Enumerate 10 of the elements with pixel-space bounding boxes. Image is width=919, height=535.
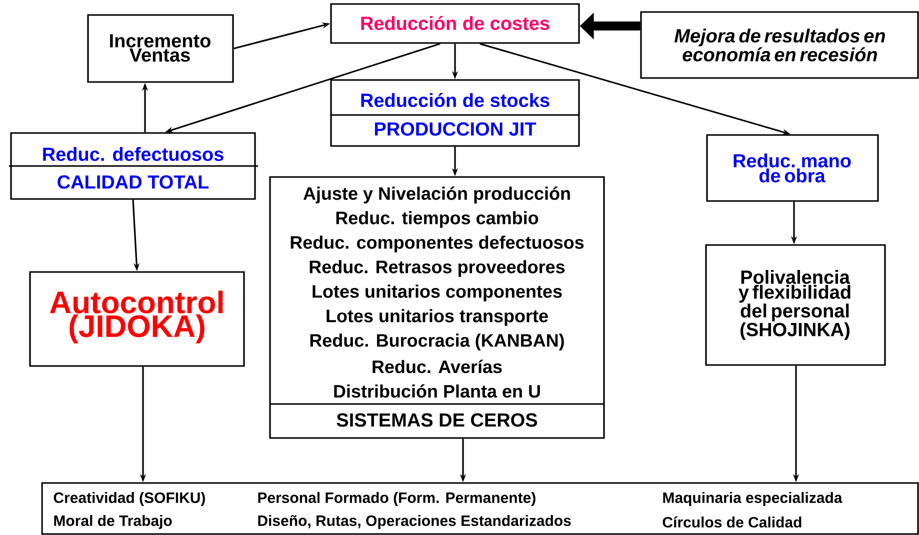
text-panel: Creatividad (SOFIKU) Personal Formado (Form. Permanente) Maquinaria especializada Moral de Trabajo Diseño, Rutas, Operaciones Estandarizados Círculos de Calidad	[41, 482, 919, 535]
list-box: Ajuste y Nivelación producción Reduc. tiempos cambio Reduc. componentes defectuosos Reduc. Retrasos proveedores Lotes unitarios componentes Lotes unitarios transporte Reduc. Burocracia (KANBAN) Reduc. Averías Distribución Planta en U SISTEMAS DE CEROS	[269, 176, 605, 439]
process-box: Incremento Ventas	[87, 14, 234, 83]
process-box: Reduc. defectuosos CALIDAD TOTAL	[9, 132, 258, 200]
process-box: Reduc. mano de obra	[706, 134, 879, 202]
process-box: Reducción de costes	[330, 3, 580, 44]
note-box: Mejora de resultados en economía en recesión	[640, 11, 919, 79]
process-box: Reducción de stocks PRODUCCION JIT	[330, 79, 580, 147]
process-box: Polivalencia y flexibilidad del personal (SHOJINKA)	[705, 244, 886, 366]
process-box: Autocontrol (JIDOKA)	[29, 271, 245, 367]
